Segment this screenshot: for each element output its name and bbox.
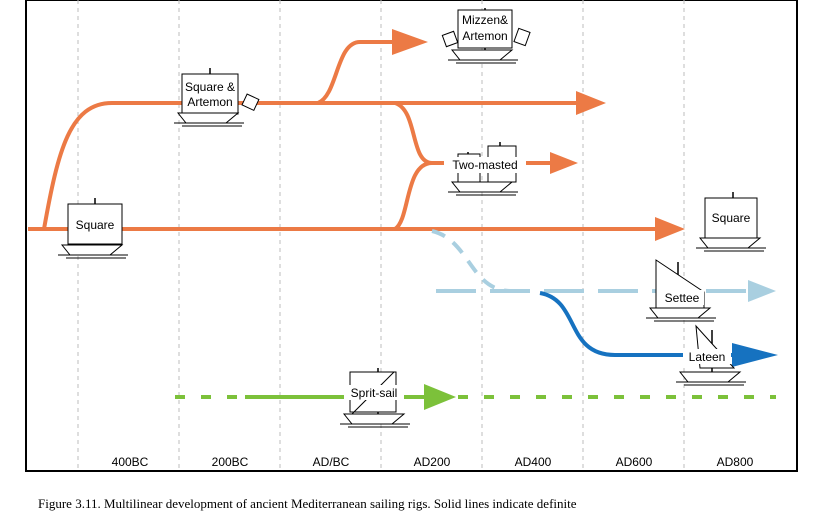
ship-square-artemon: Square & Artemon [173,68,260,127]
settee-lineage [431,229,752,293]
sprit-sail-label: Sprit-sail [351,386,398,400]
orange-lineage [28,40,658,231]
square-arrowhead [655,217,685,241]
sprit-sail-arrowhead [424,384,456,410]
axis-label-ad200: AD200 [414,455,451,469]
mizzen-artemon-line [316,40,392,105]
square-artemon-line [42,101,580,230]
axis-label-200bc: 200BC [212,455,249,469]
axis-label-ad400: AD400 [515,455,552,469]
lateen-line [539,291,735,357]
settee-arrowhead [748,280,776,302]
axis-label-ad800: AD800 [717,455,754,469]
two-masted-lower-branch [393,161,433,231]
square-artemon-label-1: Square & [185,80,235,94]
ship-square-end: Square [695,192,767,252]
square-artemon-label-2: Artemon [187,95,232,109]
figure-caption: Figure 3.11. Multilinear development of … [38,496,577,511]
axis-labels: 400BC 200BC AD/BC AD200 AD400 AD600 AD80… [112,455,754,469]
diagram-frame [25,0,798,472]
axis-label-ad-bc: AD/BC [313,455,350,469]
ship-square-start: Square [57,198,129,259]
mizzen-arrowhead [392,29,428,55]
lateen-label: Lateen [689,350,726,364]
ship-mizzen-artemon: Mizzen& Artemon [441,8,531,64]
axis-label-ad600: AD600 [616,455,653,469]
ship-settee: Settee [645,259,717,322]
axis-label-400bc: 400BC [112,455,149,469]
ship-two-masted: Two-masted [444,142,526,196]
settee-label: Settee [665,291,700,305]
square-start-label: Square [76,218,115,232]
two-masted-label: Two-masted [452,158,517,172]
two-masted-arrowhead [550,152,578,174]
square-artemon-arrowhead [576,91,606,115]
ship-sprit-sail: Sprit-sail [339,368,411,428]
lateen-arrowhead [732,343,778,367]
square-end-label: Square [712,211,751,225]
orange-arrowheads [392,29,685,241]
mizzen-artemon-label-1: Mizzen& [462,13,508,27]
mizzen-artemon-label-2: Artemon [462,29,507,43]
ship-lateen: Lateen [675,324,747,386]
two-masted-upper-branch [394,101,433,165]
